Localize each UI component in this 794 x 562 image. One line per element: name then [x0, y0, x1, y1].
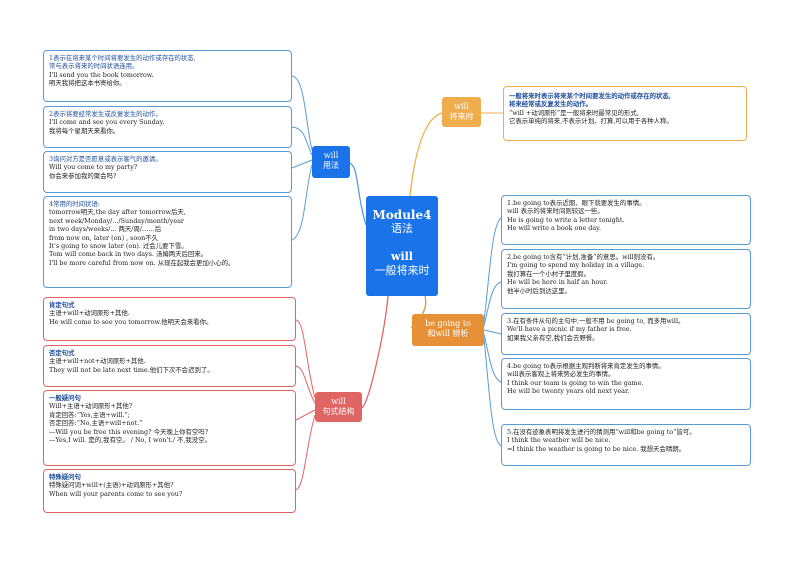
structure-line: 主语+will+动词原形+其他. — [49, 309, 130, 318]
going-to-line: He will be here in half an hour. — [507, 278, 608, 287]
usage-3-line: 3询问对方是否愿意或表示客气的邀请。 — [49, 155, 162, 163]
usage-box-4: 4常用的时间状语: tomorrow明天,the day after tomor… — [43, 196, 292, 288]
branch-going-to-line1: be going to — [425, 319, 471, 328]
central-subtitle: 语法 — [391, 222, 413, 235]
going-to-box-5: 5.在没有迹象表明将发生进行的猜测用“will和be going to”皆可。 … — [501, 424, 751, 466]
going-to-box-1: 1.be going to表示近期、眼下就要发生的事情。 will 表示的将来时… — [501, 195, 751, 245]
branch-structure-line2: 句式结构 — [322, 407, 355, 416]
usage-4-line: next week/Monday/.../Sunday/month/year — [49, 216, 184, 225]
going-to-line: 他半小时后到达这里。 — [507, 286, 571, 295]
structure-line: 特殊疑问词+will+(主语)+动词原形+其他? — [49, 481, 174, 490]
usage-3-line: Will you come to my party? — [49, 163, 138, 172]
going-to-line: He will write a book one day. — [507, 224, 601, 233]
usage-1-line: 1表示在将来某个时间将要发生的动作或存在的状态, — [49, 54, 196, 62]
branch-future: will 将来时 — [442, 97, 481, 127]
going-to-box-3: 3.在有条件从句的主句中,一般不用 be going to, 而多用will。 … — [501, 313, 751, 355]
future-line: 它表示单纯的将来,不表示计划、打算,可以用于各种人称。 — [509, 117, 673, 126]
central-topic: Module4 语法 will 一般将来时 — [366, 196, 438, 296]
usage-4-line: tomorrow明天,the day after tomorrow后天, — [49, 208, 186, 217]
usage-1-line: I'll send you the book tomorrow. — [49, 70, 154, 79]
going-to-line: He is going to write a letter tonight. — [507, 215, 625, 224]
structure-line: 主语+will+not+动词原形+其他. — [49, 357, 146, 366]
branch-usage-line2: 用法 — [323, 161, 339, 170]
usage-4-line: 4常用的时间状语: — [49, 200, 100, 208]
future-line: 一般将来时表示将来某个时间要发生的动作或存在的状态, — [509, 92, 671, 100]
usage-2-line: I'll come and see you every Sunday. — [49, 118, 165, 127]
going-to-line: I think the weather will be nice. — [507, 436, 611, 445]
usage-1-line: 常与表示将来的时间状语连用。 — [49, 62, 139, 71]
future-definition-box: 一般将来时表示将来某个时间要发生的动作或存在的状态, 将来经常或反复发生的动作。… — [503, 86, 747, 141]
branch-usage-line1: will — [323, 151, 339, 160]
usage-4-line: from now on, later (on) , soon不久 — [49, 233, 159, 242]
going-to-line: We'll have a picnic if my father is free… — [507, 325, 632, 334]
structure-line: —Will you be free this evening? 今天晚上你有空吗… — [49, 427, 209, 436]
going-to-line: 2.be going to含有“计划,准备”的意思。will则没有。 — [507, 253, 660, 261]
going-to-line: 1.be going to表示近期、眼下就要发生的事情。 — [507, 199, 646, 207]
branch-structure: will 句式结构 — [315, 392, 362, 422]
going-to-line: He will be twenty years old next year. — [507, 387, 630, 396]
going-to-line: I think our team is going to win the gam… — [507, 378, 644, 387]
usage-1-line: 明天我将把这本书寄给你。 — [49, 79, 126, 88]
branch-usage: will 用法 — [312, 146, 350, 178]
branch-future-line1: will — [454, 102, 469, 111]
usage-4-line: in two days/weeks/... 两天/周/……后 — [49, 225, 162, 234]
structure-line: Will+主语+动词原形+其他? — [49, 402, 133, 411]
going-to-box-2: 2.be going to含有“计划,准备”的意思。will则没有。 I'm g… — [501, 249, 751, 309]
structure-line: —Yes,I will. 是的,我有空。 / No, I won't./ 不,我… — [49, 436, 211, 445]
structure-line: 肯定回答:“Yes,主语+will.”; — [49, 410, 130, 419]
going-to-line: 3.在有条件从句的主句中,一般不用 be going to, 而多用will。 — [507, 317, 685, 325]
branch-going-to: be going to 和will 辨析 — [412, 314, 484, 346]
structure-line: They will not be late next time.他们下次不会迟到… — [49, 365, 214, 374]
going-to-line: 4.be going to表示根据主观判断将来肯定发生的事情。 — [507, 362, 665, 370]
usage-4-line: I'll be more careful from now on. 从现在起我会… — [49, 258, 235, 267]
usage-3-line: 你会来参加我的聚会吗? — [49, 171, 117, 180]
usage-box-2: 2表示将要经常发生或反复发生的动作。 I'll come and see you… — [43, 106, 292, 148]
usage-4-line: It's going to snow later (on). 过会儿要下雪。 — [49, 242, 188, 251]
going-to-line: =I think the weather is going to be nice… — [507, 444, 686, 453]
going-to-line: 我打算在一个小村子里度假。 — [507, 269, 591, 278]
structure-title: 肯定句式 — [49, 301, 75, 309]
structure-box-affirmative: 肯定句式 主语+will+动词原形+其他. He will come to se… — [43, 297, 296, 341]
going-to-line: 如果我父亲有空,我们会去野餐。 — [507, 333, 599, 342]
future-line: 将来经常或反复发生的动作。 — [509, 100, 593, 109]
structure-line: When will your parents come to see you? — [49, 489, 183, 498]
usage-box-3: 3询问对方是否愿意或表示客气的邀请。 Will you come to my p… — [43, 151, 292, 193]
usage-box-1: 1表示在将来某个时间将要发生的动作或存在的状态, 常与表示将来的时间状语连用。 … — [43, 50, 292, 102]
usage-4-line: Tom will come back in two days. 汤姆两天后回来。 — [49, 250, 208, 259]
going-to-line: 5.在没有迹象表明将发生进行的猜测用“will和be going to”皆可。 — [507, 428, 696, 436]
structure-line: He will come to see you tomorrow.他明天会来看你… — [49, 317, 213, 326]
structure-title: 一般疑问句 — [49, 394, 81, 402]
central-title: Module4 — [372, 208, 432, 222]
branch-future-line2: 将来时 — [449, 112, 474, 121]
going-to-line: will表示客观上将来势必发生的事情。 — [507, 370, 615, 379]
going-to-line: will 表示的将来时间则较远一些。 — [507, 207, 604, 216]
going-to-line: I'm going to spend my holiday in a villa… — [507, 261, 645, 270]
structure-line: 否定回答:“No,主语+will+not.” — [49, 419, 143, 428]
usage-2-line: 我将每个星期天来看你。 — [49, 126, 120, 135]
usage-2-line: 2表示将要经常发生或反复发生的动作。 — [49, 110, 162, 118]
structure-box-question: 一般疑问句 Will+主语+动词原形+其他? 肯定回答:“Yes,主语+will… — [43, 390, 296, 466]
structure-box-wh-question: 特殊疑问句 特殊疑问词+will+(主语)+动词原形+其他? When will… — [43, 469, 296, 513]
central-topic-cn: 一般将来时 — [374, 264, 430, 277]
going-to-box-4: 4.be going to表示根据主观判断将来肯定发生的事情。 will表示客观… — [501, 358, 751, 410]
branch-going-to-line2: 和will 辨析 — [427, 329, 469, 338]
central-topic-word: will — [390, 250, 413, 263]
branch-structure-line1: will — [331, 397, 346, 406]
structure-box-negative: 否定句式 主语+will+not+动词原形+其他. They will not … — [43, 345, 296, 387]
future-line: “will +动词原形”是一般将来时最常见的形式, — [509, 108, 639, 117]
structure-title: 特殊疑问句 — [49, 473, 81, 481]
structure-title: 否定句式 — [49, 349, 75, 357]
